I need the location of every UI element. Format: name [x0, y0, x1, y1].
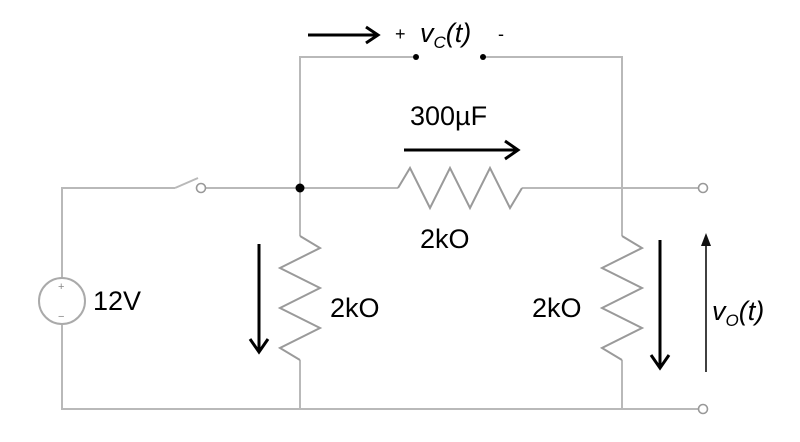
voltage-source: + − — [38, 277, 86, 325]
junction-node — [295, 183, 305, 193]
output-voltage-arrow — [701, 233, 711, 372]
capacitor-voltage-label: vC(t) — [420, 18, 471, 52]
output-voltage-label: vO(t) — [712, 296, 764, 330]
capacitor-terminal-right — [480, 54, 486, 60]
right-shunt-current-arrow — [649, 240, 671, 371]
capacitor-value-label: 300µF — [410, 101, 487, 131]
series-resistor-label: 2kO — [420, 224, 470, 254]
series-resistor — [397, 165, 523, 211]
output-voltage-sub: O — [726, 311, 739, 330]
capacitor-voltage-name: v — [420, 18, 435, 48]
output-voltage-name: v — [712, 296, 727, 326]
wire-cap-branch-right — [484, 56, 623, 188]
capacitor-plus-sign: + — [395, 24, 406, 44]
switch-blade — [174, 177, 199, 189]
output-terminal-top — [697, 182, 709, 194]
right-shunt-resistor-label: 2kO — [532, 293, 582, 323]
wires — [61, 56, 700, 410]
capacitor-current-arrow — [308, 25, 381, 45]
terminals — [195, 54, 709, 415]
source-plus-sign: + — [58, 281, 64, 293]
output-voltage-arg: (t) — [739, 296, 764, 326]
wire-left-top — [61, 187, 175, 278]
right-shunt-resistor — [599, 235, 645, 361]
wire-left-bottom — [61, 325, 300, 410]
capacitor-minus-sign: - — [498, 24, 504, 44]
capacitor-voltage-sub: C — [434, 33, 447, 52]
current-arrows — [248, 25, 711, 372]
series-current-arrow — [404, 139, 521, 161]
switch-terminal — [195, 182, 207, 194]
left-shunt-resistor — [277, 235, 323, 361]
wire-cap-branch-left — [299, 56, 413, 188]
left-shunt-current-arrow — [248, 244, 270, 355]
capacitor-terminal-left — [413, 54, 419, 60]
capacitor-voltage-arg: (t) — [446, 18, 471, 48]
output-terminal-bottom — [697, 403, 709, 415]
source-voltage-label: 12V — [93, 286, 141, 316]
output-arrow-head — [701, 233, 711, 246]
left-shunt-resistor-label: 2kO — [330, 293, 380, 323]
voltage-source-circle — [38, 277, 86, 325]
source-minus-sign: − — [58, 311, 64, 323]
